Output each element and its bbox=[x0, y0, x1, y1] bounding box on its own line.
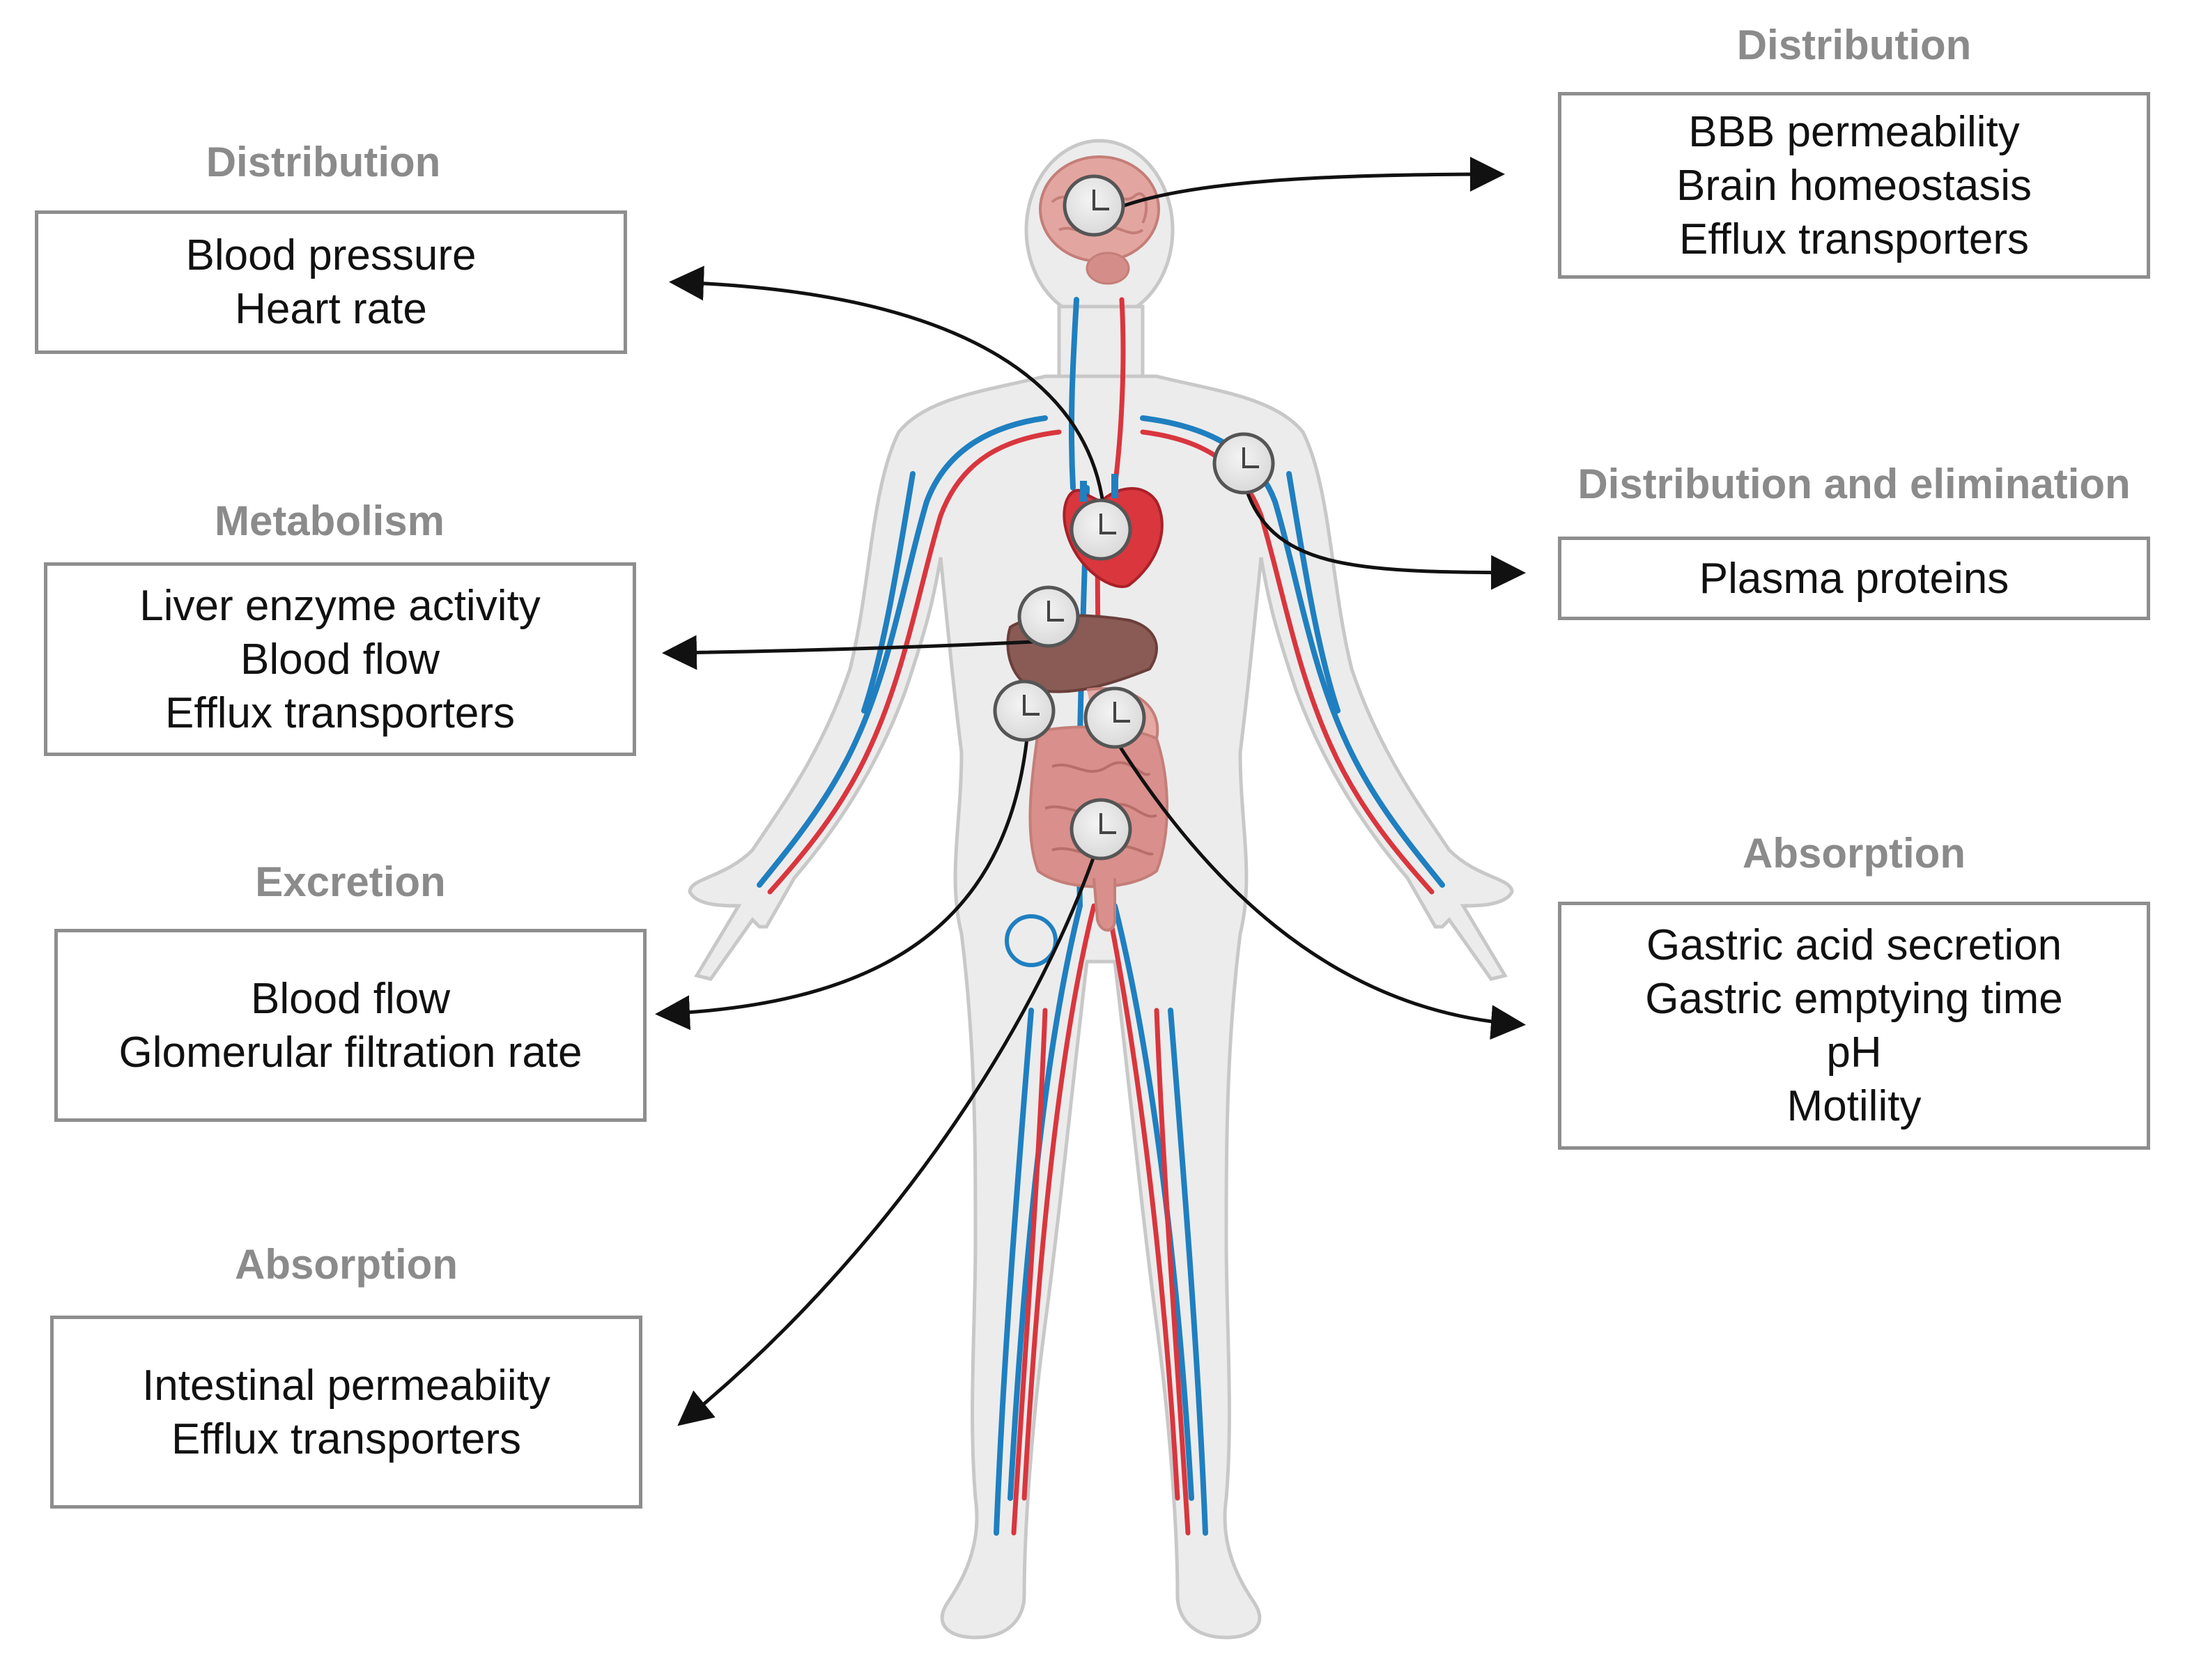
clock-brain bbox=[1063, 174, 1125, 237]
panel-line: Blood flow bbox=[250, 974, 451, 1023]
panel-line: Motility bbox=[1786, 1082, 1922, 1130]
arrow-kidney bbox=[655, 731, 1030, 1031]
arrow-stomach bbox=[1113, 737, 1526, 1040]
panel-line: Intestinal permeabiity bbox=[142, 1361, 550, 1410]
panel-box: Plasma proteins bbox=[1558, 537, 2150, 620]
clock-kidney bbox=[993, 679, 1056, 742]
panel-line: Blood flow bbox=[240, 635, 440, 684]
panel-box: Blood flow Glomerular filtration rate bbox=[54, 929, 647, 1122]
panel-line: Glomerular filtration rate bbox=[118, 1028, 582, 1077]
panel-title: Metabolism bbox=[214, 498, 445, 544]
panel-title: Excretion bbox=[255, 858, 446, 905]
panel-line: Gastric emptying time bbox=[1645, 975, 2063, 1023]
arrow-connectors bbox=[655, 157, 1526, 1426]
panel-box: Intestinal permeabiity Efflux transporte… bbox=[50, 1316, 642, 1509]
clock-heart bbox=[1070, 498, 1132, 561]
panel-plasma-distribution-elimination: Distribution and elimination Plasma prot… bbox=[1558, 460, 2150, 620]
panel-line: Brain homeostasis bbox=[1676, 161, 2032, 210]
panel-box: Blood pressure Heart rate bbox=[35, 210, 627, 354]
panel-line: pH bbox=[1826, 1028, 1882, 1077]
panel-brain-distribution: Distribution BBB permeability Brain home… bbox=[1558, 14, 2150, 279]
arrow-brain bbox=[1114, 157, 1505, 211]
panel-line: Efflux transporters bbox=[165, 688, 515, 737]
panel-title: Distribution bbox=[1736, 22, 1972, 68]
clock-liver bbox=[1017, 585, 1080, 648]
panel-heart-distribution: Distribution Blood pressure Heart rate bbox=[35, 132, 627, 355]
panel-title: Distribution bbox=[206, 139, 441, 185]
panel-line: Gastric acid secretion bbox=[1646, 921, 2062, 969]
panel-box: Liver enzyme activity Blood flow Efflux … bbox=[44, 562, 636, 756]
arrow-liver bbox=[662, 635, 1049, 670]
panel-line: Plasma proteins bbox=[1699, 554, 2009, 603]
panel-intestine-absorption: Absorption Intestinal permeabiity Efflux… bbox=[50, 1240, 642, 1509]
panel-title: Absorption bbox=[235, 1241, 458, 1288]
clock-intestine bbox=[1070, 798, 1132, 861]
arrow-intestine bbox=[677, 835, 1103, 1426]
panel-title: Distribution and elimination bbox=[1577, 461, 2131, 507]
panel-line: Heart rate bbox=[235, 285, 427, 333]
panel-line: Blood pressure bbox=[185, 231, 477, 279]
panel-line: Liver enzyme activity bbox=[139, 581, 541, 630]
panel-liver-metabolism: Metabolism Liver enzyme activity Blood f… bbox=[44, 491, 636, 756]
panel-kidney-excretion: Excretion Blood flow Glomerular filtrati… bbox=[54, 854, 647, 1122]
panel-line: Efflux transporters bbox=[171, 1415, 521, 1463]
panel-line: BBB permeability bbox=[1688, 107, 2020, 156]
arrow-heart bbox=[669, 265, 1106, 516]
arrow-plasma bbox=[1242, 480, 1526, 590]
clock-stomach bbox=[1083, 686, 1146, 749]
clock-shoulder bbox=[1212, 432, 1275, 495]
panel-stomach-absorption: Absorption Gastric acid secretion Gastri… bbox=[1558, 829, 2150, 1150]
panel-box: Gastric acid secretion Gastric emptying … bbox=[1558, 902, 2150, 1150]
panel-line: Efflux transporters bbox=[1679, 215, 2029, 263]
panel-box: BBB permeability Brain homeostasis Efflu… bbox=[1558, 92, 2150, 279]
panel-title: Absorption bbox=[1743, 830, 1966, 877]
